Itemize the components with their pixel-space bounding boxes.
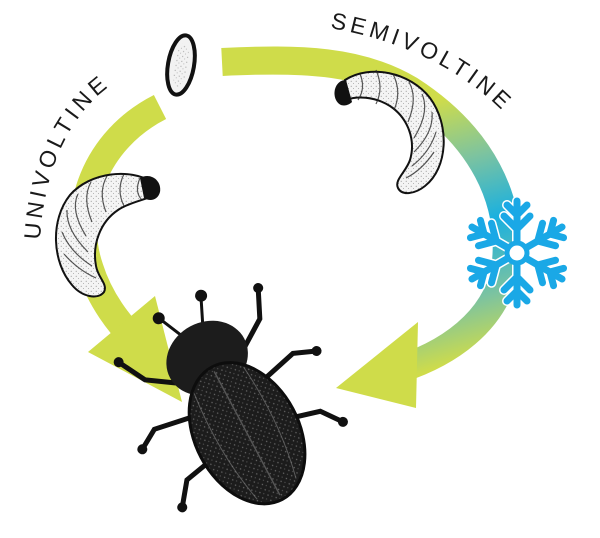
larva-icon	[334, 69, 445, 194]
semivoltine-arrow	[221, 46, 521, 408]
egg-icon	[165, 33, 197, 97]
larva-icon	[54, 172, 161, 298]
snowflake-icon	[465, 196, 568, 305]
beetle-icon	[113, 283, 348, 513]
